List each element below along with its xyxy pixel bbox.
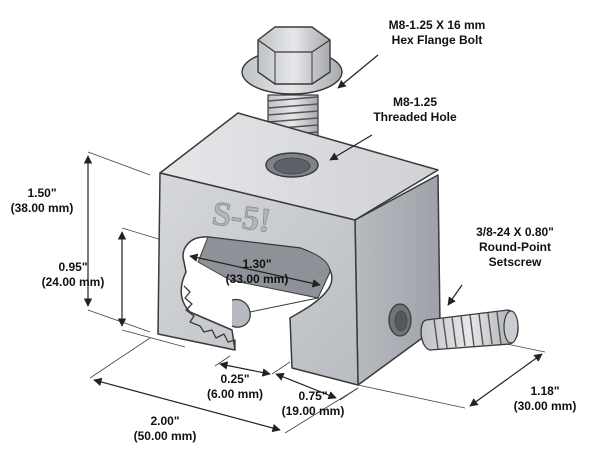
lip-dimension-label: 0.25" (6.00 mm) <box>206 372 264 401</box>
height-dimension-label: 1.50" (38.00 mm) <box>10 186 74 215</box>
threaded-hole <box>265 152 319 178</box>
setscrew-hole <box>388 303 412 337</box>
threaded-hole-label: M8-1.25 Threaded Hole <box>373 95 457 124</box>
depth-dimension-label: 1.18" (30.00 mm) <box>513 384 577 413</box>
bolt-label: M8-1.25 X 16 mm Hex Flange Bolt <box>388 18 486 47</box>
round-point-setscrew <box>420 309 519 351</box>
brand-logo: S-5! <box>210 195 273 240</box>
extension-lines <box>87 151 546 434</box>
setscrew-label: 3/8-24 X 0.80" Round-Point Setscrew <box>476 225 554 269</box>
dimension-lines <box>83 54 543 433</box>
slot-height-dimension-label: 0.95" (24.00 mm) <box>41 260 105 289</box>
foot-dimension-label: 0.75" (19.00 mm) <box>281 389 345 418</box>
slot-width-dimension-label: 1.30" (33.00 mm) <box>225 257 289 286</box>
width-dimension-label: 2.00" (50.00 mm) <box>133 414 197 443</box>
